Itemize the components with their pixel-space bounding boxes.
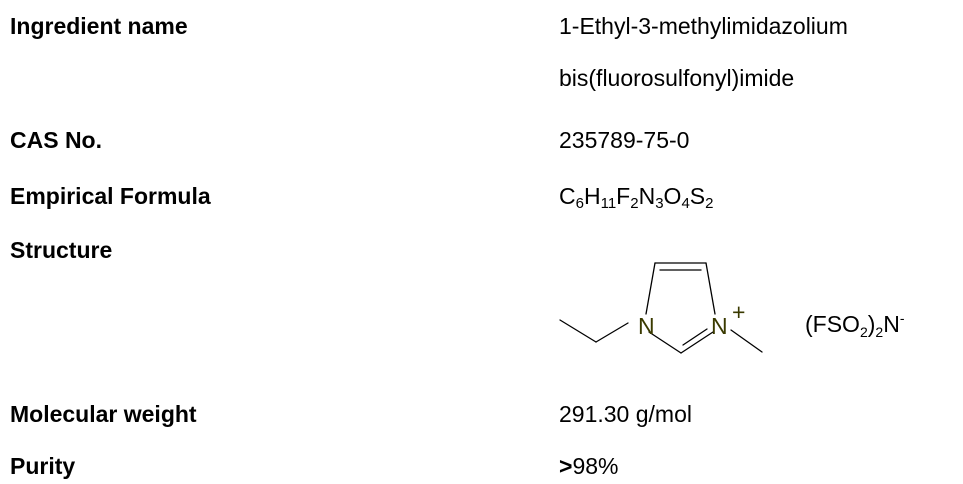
ingredient-name-line2: bis(fluorosulfonyl)imide [559, 65, 795, 91]
ingredient-name-label: Ingredient name [10, 13, 188, 39]
empirical-formula-label: Empirical Formula [10, 183, 211, 209]
ring-bond-n1-c5 [645, 262, 656, 315]
purity-greater-than: > [559, 453, 573, 479]
charge-plus: + [732, 299, 745, 325]
purity-label: Purity [10, 453, 76, 479]
structure-drawing: N N + [559, 262, 763, 354]
atom-n1: N [638, 313, 655, 339]
molecular-weight-label: Molecular weight [10, 401, 197, 427]
purity-value: >98% [559, 453, 619, 479]
atom-n3: N [711, 313, 728, 339]
ingredient-name-line1: 1-Ethyl-3-methylimidazolium [559, 13, 848, 39]
ring-bond-c2-n3-double [682, 328, 708, 346]
empirical-formula-value: C6H11F2N3O4S2 [559, 183, 714, 212]
methyl-bond [730, 329, 763, 353]
ethyl-bond-1 [559, 319, 597, 343]
ring-bond-c2-n3 [680, 331, 714, 354]
ethyl-bond-2 [595, 322, 629, 343]
ring-bond-n1-c2 [648, 331, 682, 354]
cas-no-value: 235789-75-0 [559, 127, 690, 153]
molecular-weight-value: 291.30 g/mol [559, 401, 692, 427]
ring-bond-c4-n3 [705, 262, 716, 315]
cas-no-label: CAS No. [10, 127, 102, 153]
anion-formula: (FSO2)2N- [805, 310, 905, 340]
structure-label: Structure [10, 237, 113, 263]
